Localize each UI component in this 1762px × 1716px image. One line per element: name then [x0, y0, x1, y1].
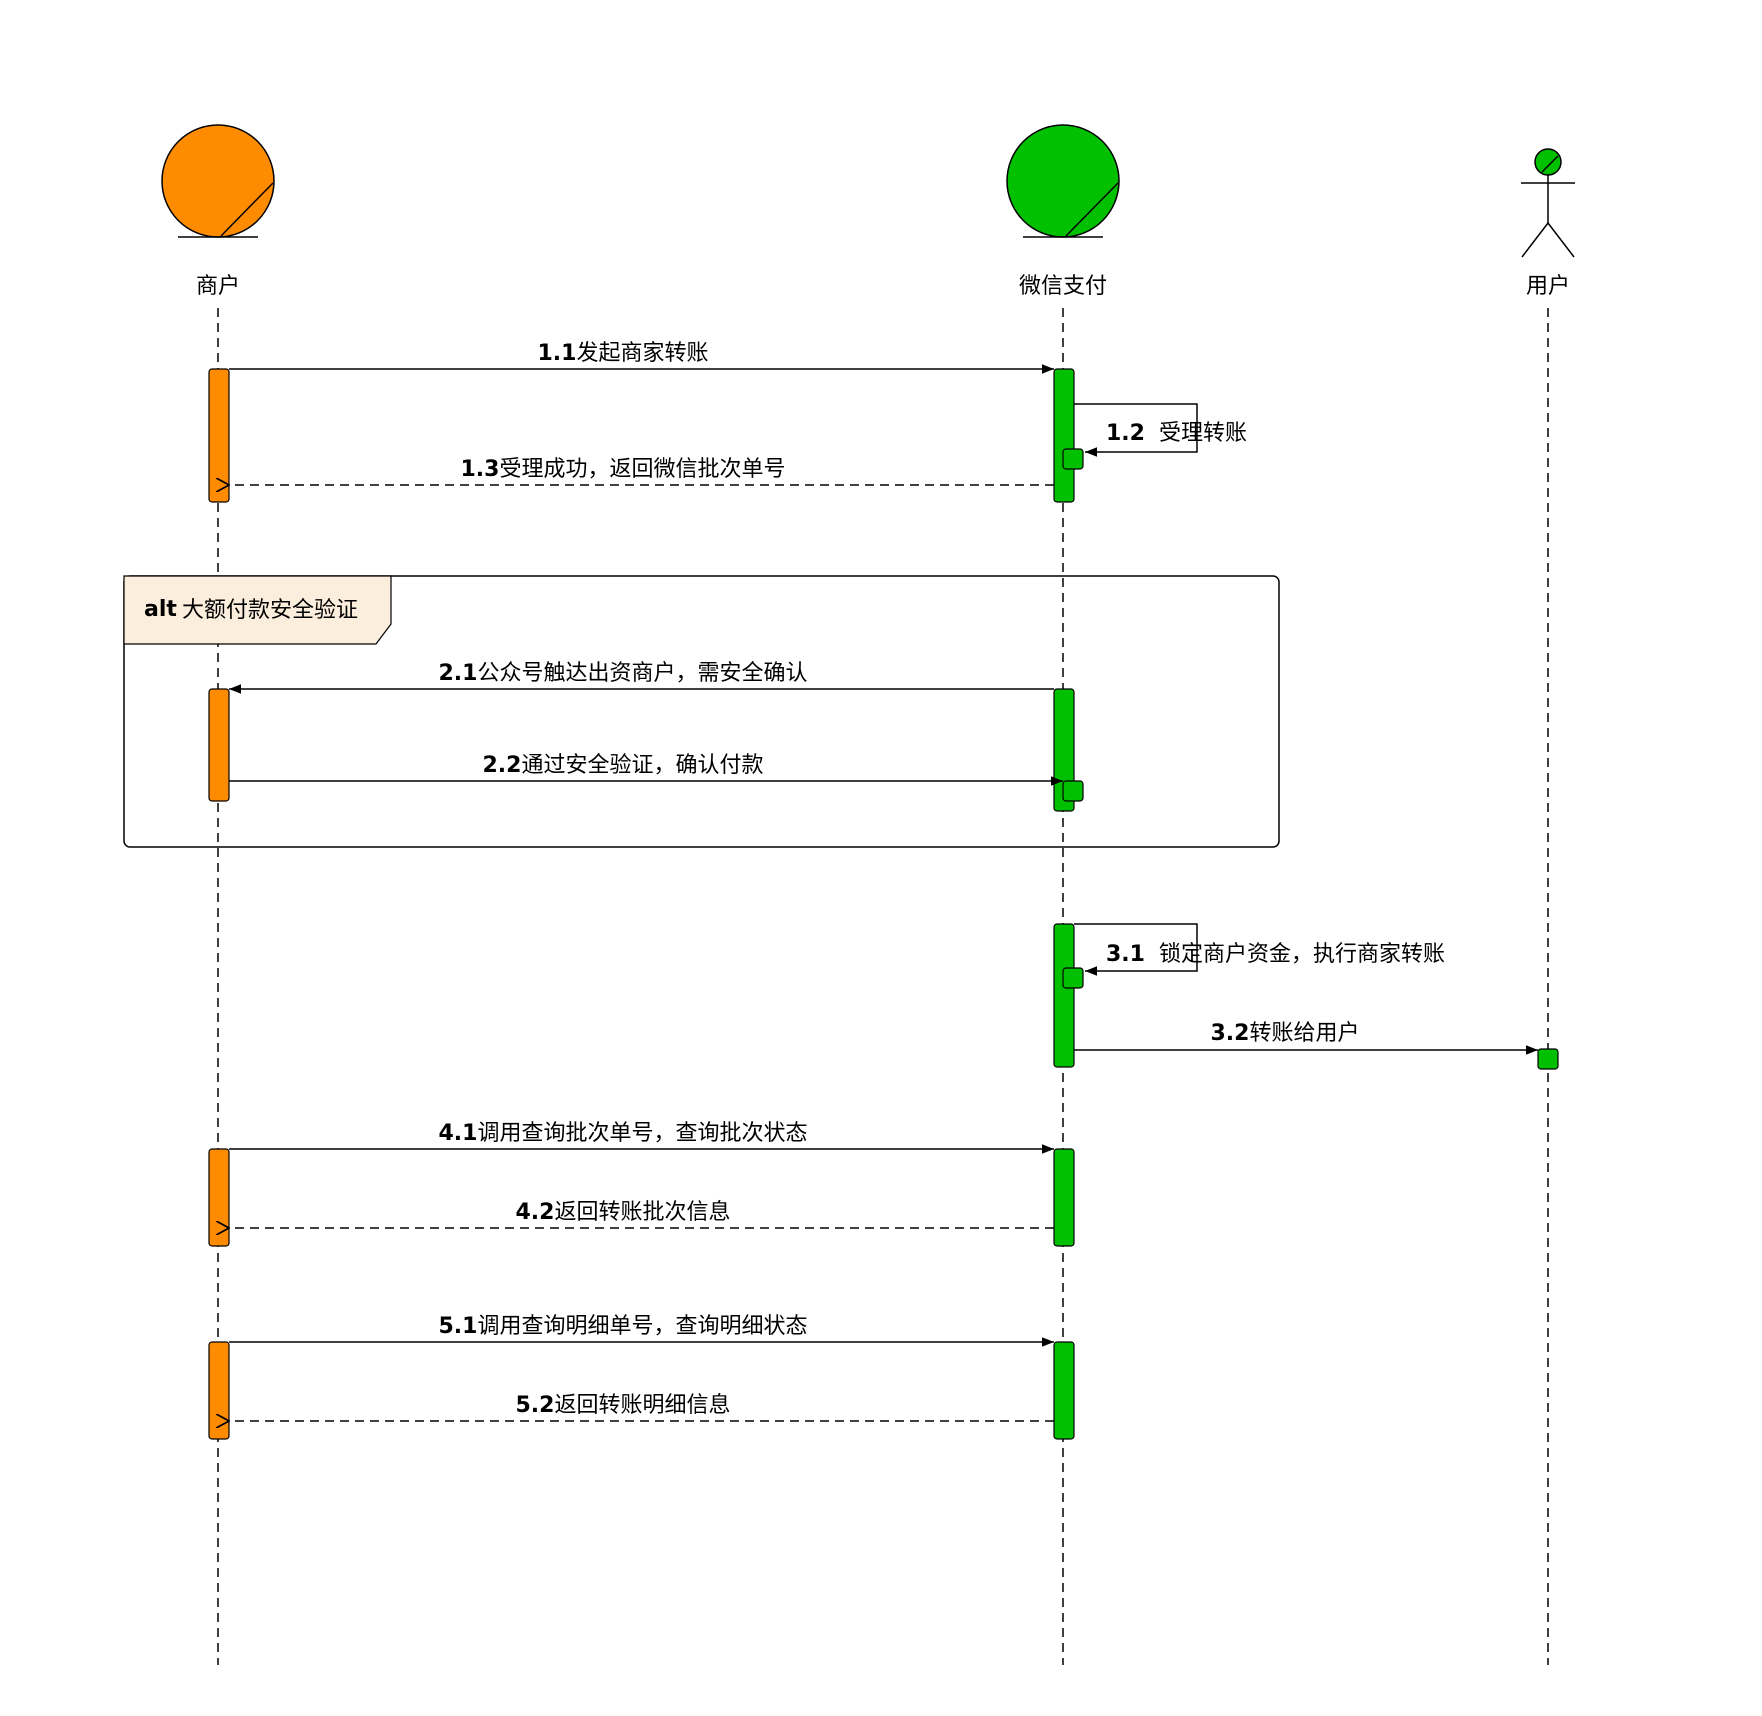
- entity-icon-slash: [1065, 182, 1119, 237]
- execution-square: [1062, 780, 1084, 802]
- alt-fragment[interactable]: alt 大额付款安全验证: [123, 575, 1280, 848]
- activation-bar: [208, 368, 230, 503]
- activation-bar: [208, 1148, 230, 1247]
- participant-user[interactable]: 用户: [1521, 148, 1575, 299]
- message-5-1[interactable]: 5.1调用查询明细单号，查询明细状态: [229, 1314, 1054, 1347]
- activation-bar: [1053, 923, 1075, 1068]
- activation-bar: [1053, 1341, 1075, 1440]
- execution-square: [1062, 967, 1084, 989]
- message-label: 4.2返回转账批次信息: [516, 1200, 731, 1225]
- participant-wechat-pay[interactable]: 微信支付: [1006, 124, 1120, 299]
- message-label: 4.1调用查询批次单号，查询批次状态: [439, 1121, 808, 1146]
- alt-label-box: [123, 575, 392, 645]
- execution-square: [1537, 1048, 1559, 1070]
- message-label: 5.1调用查询明细单号，查询明细状态: [439, 1314, 808, 1339]
- message-4-2[interactable]: 4.2返回转账批次信息: [229, 1200, 1054, 1228]
- alt-keyword: alt: [144, 597, 177, 622]
- message-2-1[interactable]: 2.1公众号触达出资商户，需安全确认: [229, 661, 1054, 694]
- message-1-3[interactable]: 1.3受理成功，返回微信批次单号: [229, 457, 1054, 485]
- activation-bar: [208, 688, 230, 802]
- self-message-arrow: [1074, 923, 1198, 976]
- participant-label: 商户: [196, 274, 240, 299]
- activation-bar: [1053, 1148, 1075, 1247]
- participant-label: 微信支付: [1019, 274, 1107, 299]
- message-label: 2.1公众号触达出资商户，需安全确认: [439, 661, 808, 686]
- entity-icon-slash: [220, 182, 274, 237]
- entity-icon: [161, 124, 275, 238]
- activation-bar: [1053, 368, 1075, 503]
- participant-label: 用户: [1526, 274, 1570, 299]
- message-label: 2.2通过安全验证，确认付款: [483, 753, 764, 778]
- message-3-2[interactable]: 3.2转账给用户: [1074, 1021, 1538, 1055]
- actor-left-leg: [1521, 222, 1549, 258]
- message-1-1[interactable]: 1.1发起商家转账: [229, 341, 1054, 374]
- actor-head-slash: [1541, 155, 1559, 173]
- alt-title: 大额付款安全验证: [182, 598, 358, 623]
- message-2-2[interactable]: 2.2通过安全验证，确认付款: [229, 753, 1063, 786]
- activation-bar: [208, 1341, 230, 1440]
- message-5-2[interactable]: 5.2返回转账明细信息: [229, 1393, 1054, 1421]
- self-message-arrow: [1074, 403, 1198, 457]
- message-label: 3.2转账给用户: [1211, 1021, 1360, 1046]
- entity-icon: [1006, 124, 1120, 238]
- execution-square: [1062, 448, 1084, 470]
- message-label: 5.2返回转账明细信息: [516, 1393, 731, 1418]
- alt-frame: [123, 575, 1280, 848]
- actor-right-leg: [1547, 222, 1575, 258]
- message-label: 1.1发起商家转账: [538, 341, 709, 366]
- message-4-1[interactable]: 4.1调用查询批次单号，查询批次状态: [229, 1121, 1054, 1154]
- message-label: 1.3受理成功，返回微信批次单号: [461, 457, 786, 482]
- participant-merchant[interactable]: 商户: [161, 124, 275, 299]
- actor-head-icon: [1534, 148, 1562, 176]
